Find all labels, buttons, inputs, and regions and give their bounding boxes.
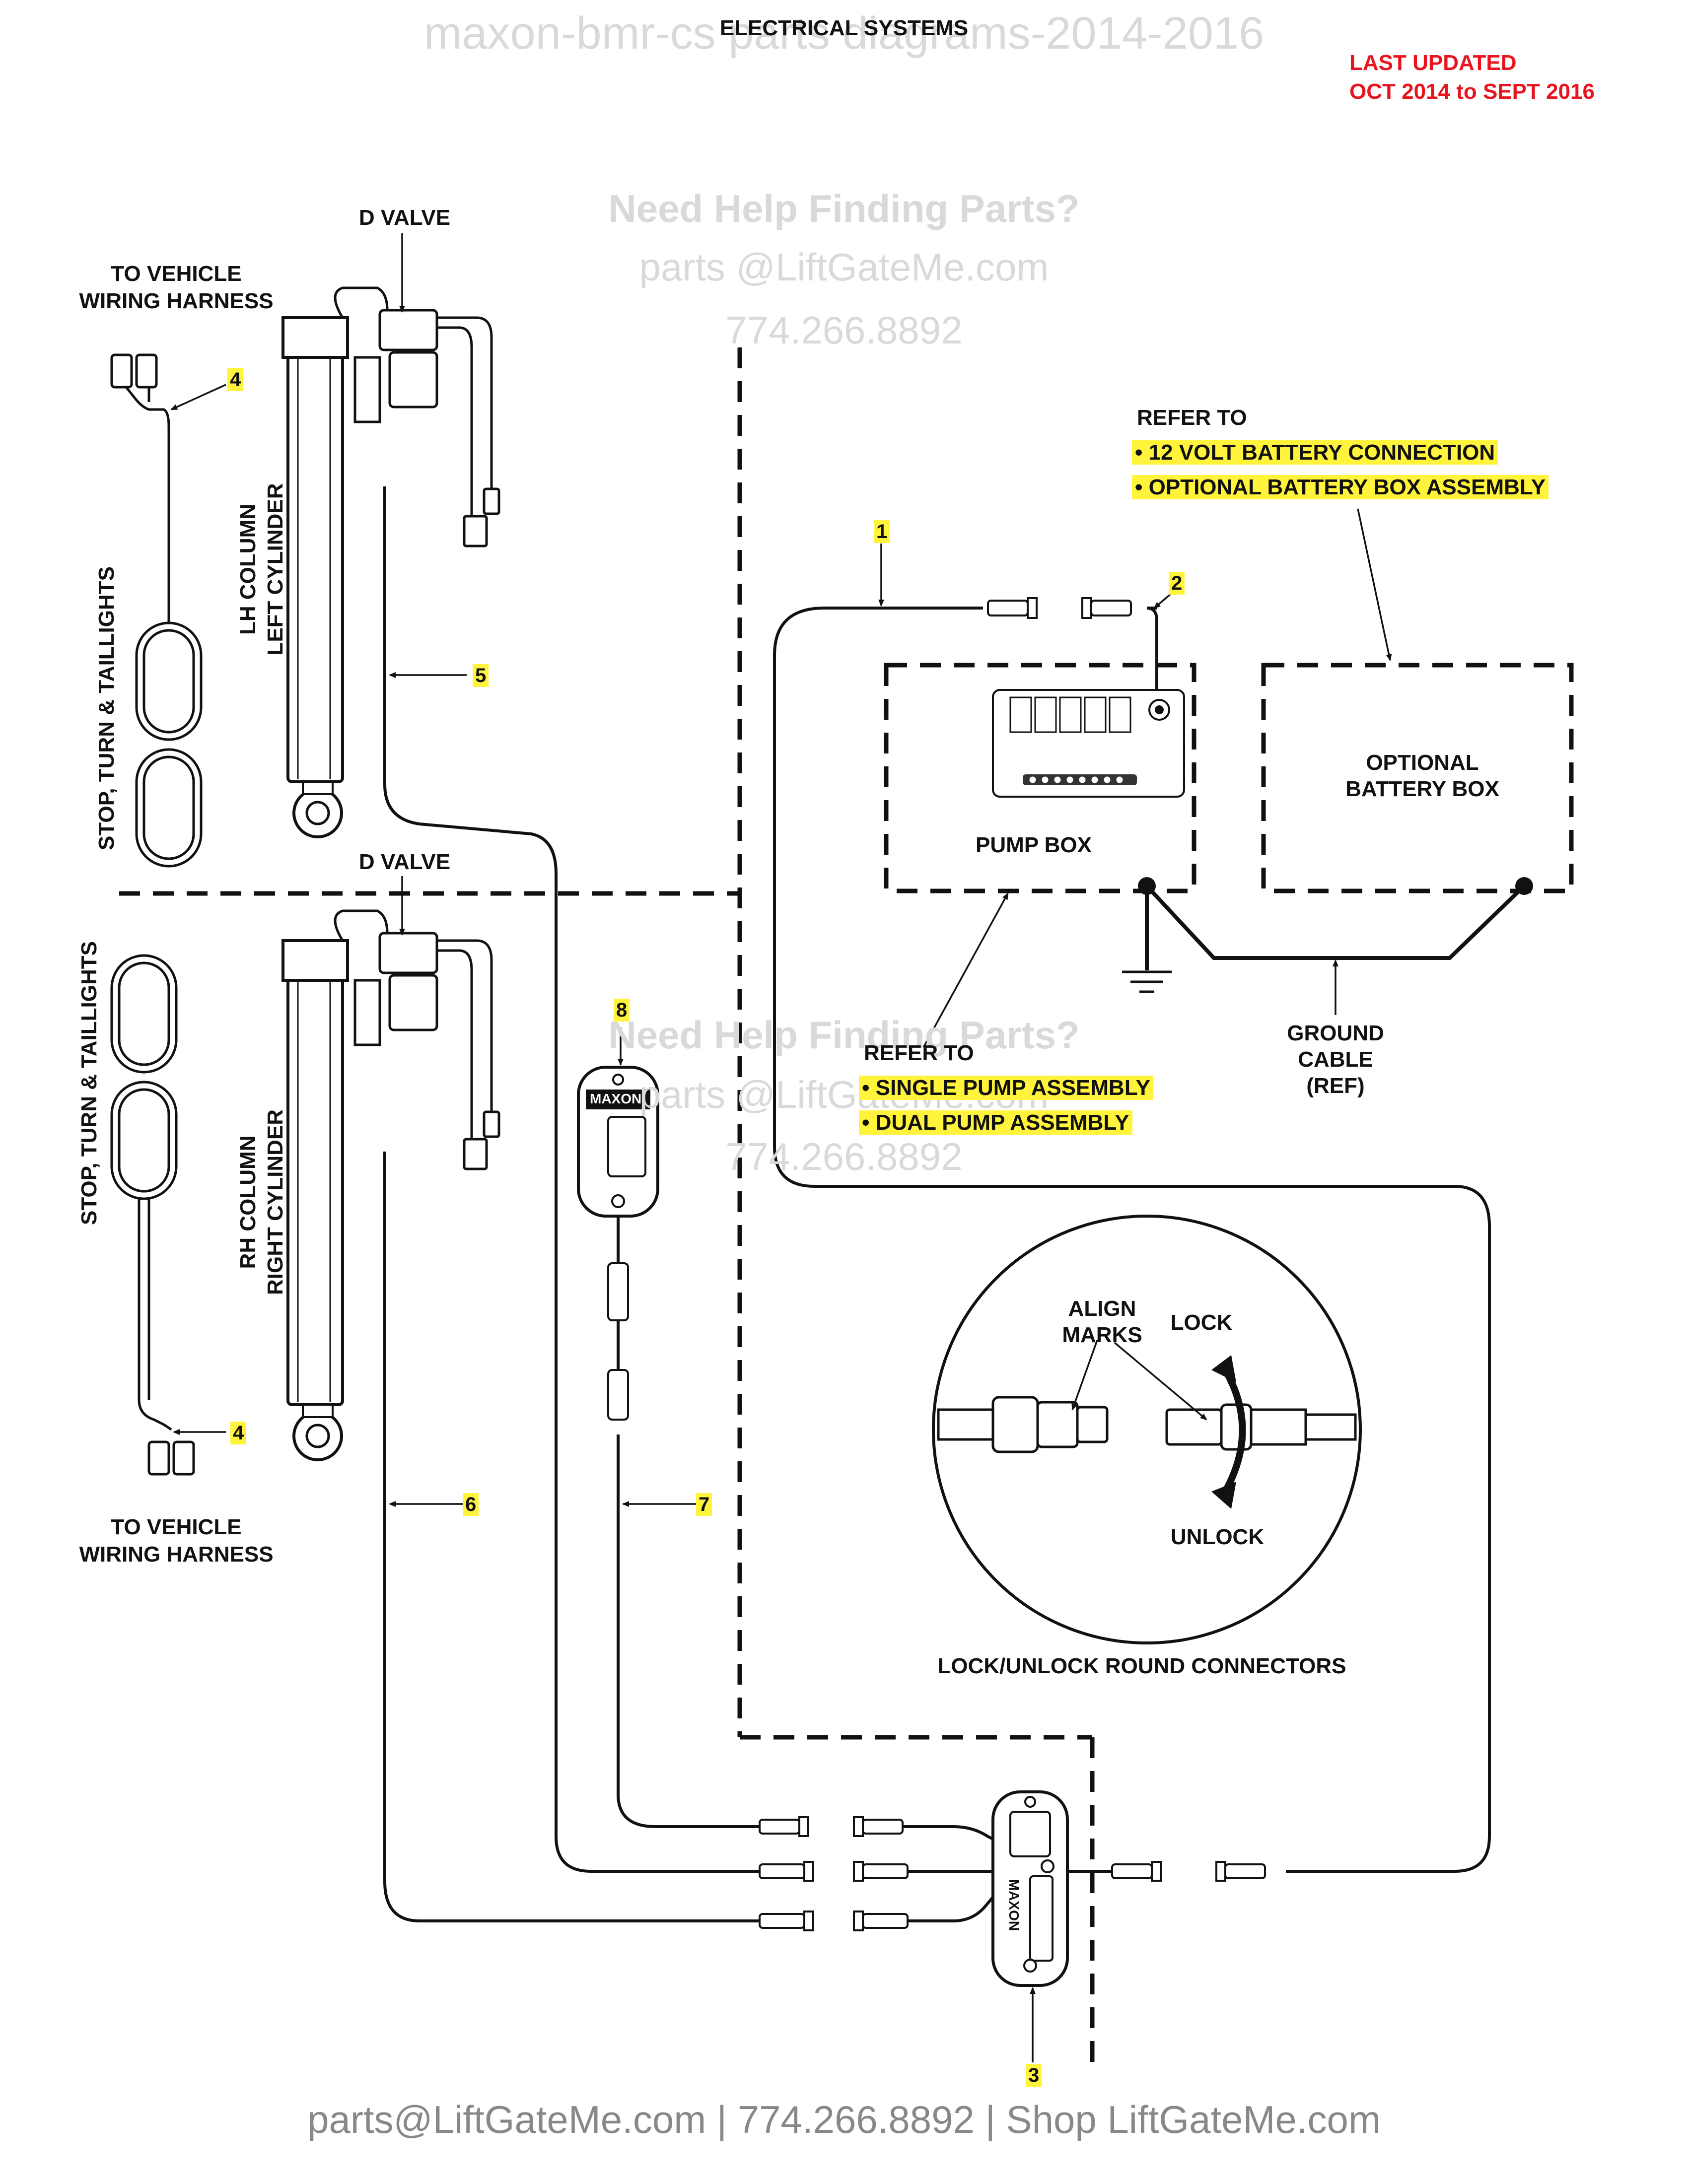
callout-8: 8	[614, 999, 630, 1022]
align-marks-label-2: MARKS	[1062, 1323, 1142, 1347]
d-valve-top-label: D VALVE	[358, 205, 451, 230]
to-vehicle-bottom-1: TO VEHICLE	[111, 1515, 242, 1539]
connectors-caption: LOCK/UNLOCK ROUND CONNECTORS	[937, 1654, 1346, 1678]
lh-column-label-1: LH COLUMN	[236, 504, 260, 635]
last-updated-line2: OCT 2014 to SEPT 2016	[1349, 79, 1595, 104]
callout-7: 7	[696, 1493, 712, 1516]
lock-label: LOCK	[1170, 1310, 1233, 1335]
maxon-logo-junction: MAXON	[1006, 1879, 1022, 1931]
d-valve-bottom	[334, 909, 500, 1170]
leader-arrows	[170, 233, 1392, 2062]
harness-cables	[383, 486, 1491, 1922]
refer-battery-item-2: • OPTIONAL BATTERY BOX ASSEMBLY	[1132, 474, 1549, 501]
ground-cable-label-1: GROUND	[1287, 1021, 1384, 1045]
junction-box	[991, 1790, 1069, 1987]
unlock-label: UNLOCK	[1170, 1525, 1265, 1549]
lights-bottom-label: STOP, TURN & TAILLIGHTS	[77, 941, 101, 1226]
refer-pump-item-2-text: • DUAL PUMP ASSEMBLY	[859, 1110, 1132, 1135]
page-title: ELECTRICAL SYSTEMS	[719, 16, 969, 40]
refer-battery-item-2-text: • OPTIONAL BATTERY BOX ASSEMBLY	[1132, 475, 1549, 499]
watermark-help-phone: 774.266.8892	[725, 308, 963, 352]
optional-battery-box	[1261, 663, 1574, 893]
lh-column-label-2: LEFT CYLINDER	[263, 483, 287, 656]
refer-pump-item-1-text: • SINGLE PUMP ASSEMBLY	[859, 1076, 1154, 1100]
zone-boundaries	[119, 347, 1095, 2070]
optional-battery-label-2: BATTERY BOX	[1345, 777, 1499, 801]
d-valve-top	[334, 286, 500, 547]
refer-to-battery-heading: REFER TO	[1137, 406, 1247, 430]
callout-1: 1	[874, 520, 890, 543]
inline-connectors	[607, 597, 1266, 1931]
ground-symbol	[1122, 970, 1172, 993]
align-marks-label-1: ALIGN	[1068, 1297, 1136, 1321]
watermark-help-heading-2: Need Help Finding Parts?	[608, 1013, 1080, 1057]
rh-cylinder	[281, 939, 349, 1461]
watermark-help-heading: Need Help Finding Parts?	[608, 187, 1080, 230]
pump-box-label: PUMP BOX	[976, 833, 1092, 857]
watermark-title: maxon-bmr-cs parts diagrams-2014-2016	[423, 8, 1265, 59]
to-vehicle-top-1: TO VEHICLE	[111, 262, 242, 286]
rh-column-label-1: RH COLUMN	[236, 1135, 260, 1269]
optional-battery-label-1: OPTIONAL	[1366, 751, 1479, 775]
refer-battery-item-1-text: • 12 VOLT BATTERY CONNECTION	[1132, 440, 1498, 465]
light-harness-bottom	[110, 954, 195, 1476]
refer-pump-item-1: • SINGLE PUMP ASSEMBLY	[859, 1075, 1154, 1101]
rh-column-label-2: RIGHT CYLINDER	[263, 1109, 287, 1295]
lh-cylinder	[281, 316, 349, 838]
ground-cable-label-2: CABLE	[1298, 1047, 1373, 1072]
watermark-help-email: parts @LiftGateMe.com	[639, 245, 1049, 289]
control-switch	[577, 1066, 659, 1218]
last-updated-line1: LAST UPDATED	[1349, 51, 1517, 75]
ground-cable-label-3: (REF)	[1306, 1074, 1365, 1098]
callout-2: 2	[1169, 572, 1185, 595]
footer-contact: parts@LiftGateMe.com | 774.266.8892 | Sh…	[307, 2098, 1381, 2141]
d-valve-bottom-label: D VALVE	[358, 850, 451, 874]
callout-6: 6	[463, 1493, 479, 1516]
light-harness-top	[110, 353, 203, 868]
callout-4-bottom: 4	[230, 1422, 247, 1444]
connector-detail-circle	[932, 1215, 1362, 1644]
refer-to-pump-heading: REFER TO	[864, 1041, 974, 1065]
ground-cable	[1145, 885, 1526, 970]
to-vehicle-top-2: WIRING HARNESS	[79, 289, 274, 313]
refer-pump-item-2: • DUAL PUMP ASSEMBLY	[859, 1109, 1132, 1136]
pump-box	[884, 663, 1196, 893]
refer-battery-item-1: • 12 VOLT BATTERY CONNECTION	[1132, 439, 1498, 466]
maxon-logo-switch: MAXON	[590, 1091, 642, 1106]
callout-5: 5	[473, 664, 489, 687]
lights-top-label: STOP, TURN & TAILLIGHTS	[94, 566, 119, 851]
callout-3: 3	[1026, 2064, 1042, 2087]
watermark-help-phone-2: 774.266.8892	[725, 1135, 963, 1178]
to-vehicle-bottom-2: WIRING HARNESS	[79, 1542, 274, 1567]
callout-4-top: 4	[227, 368, 244, 391]
